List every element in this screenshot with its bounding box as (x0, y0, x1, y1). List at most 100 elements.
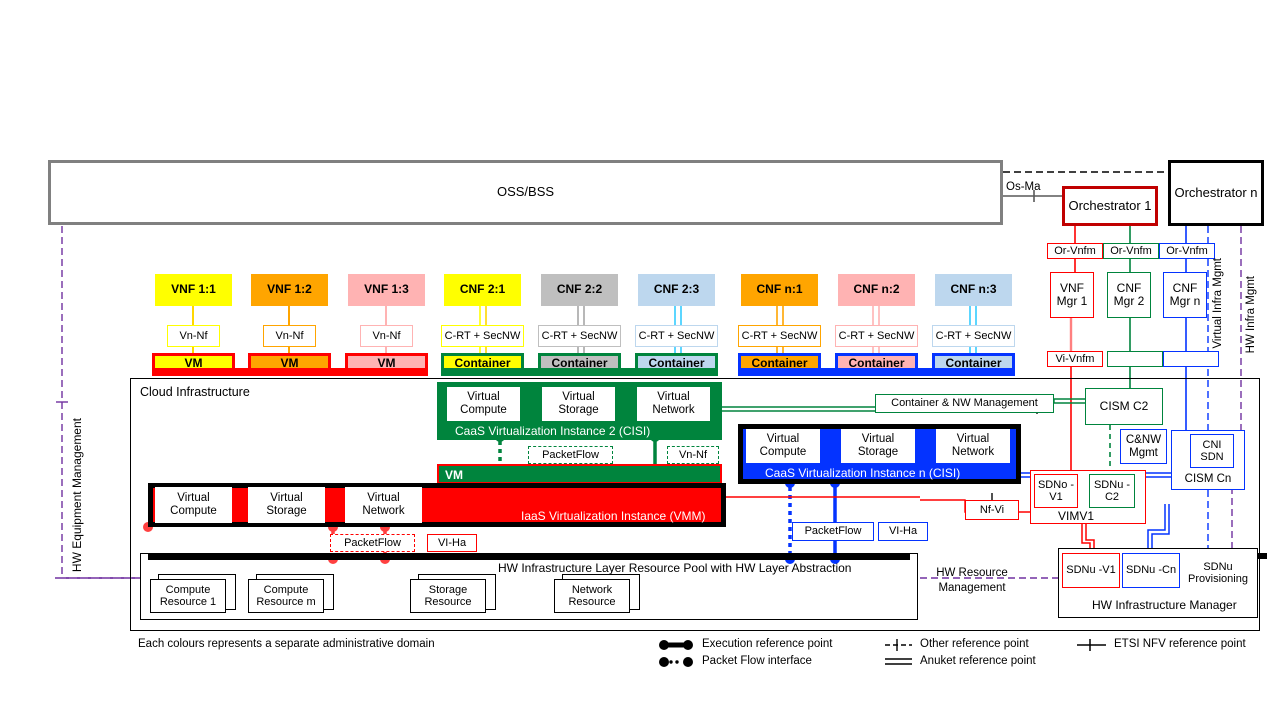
c-rt-secnw-label-4: C-RT + SecNW (741, 329, 818, 342)
caasn-virtual-storage: Virtual Storage (841, 429, 915, 463)
iaas-virtual-storage: Virtual Storage (248, 487, 325, 523)
caasn-virtual-network-label: Virtual Network (951, 433, 995, 458)
caas2-vn-nf-label: Vn-Nf (678, 448, 708, 461)
hw-resource-management-label: HW Resource Management (936, 567, 1008, 594)
caas2-virtual-compute-label: Virtual Compute (460, 391, 507, 416)
vi-vnfm-ref-3 (1163, 351, 1219, 367)
caas2-virtual-network-label: Virtual Network (652, 391, 695, 416)
vm-label-2: VM (280, 356, 299, 371)
cnf-n-1-box[interactable]: CNF n:1 (741, 274, 818, 306)
cism-c2-box[interactable]: CISM C2 (1085, 388, 1163, 425)
ossbss-label: OSS/BSS (496, 184, 555, 200)
nf-vi-label: Nf-Vi (979, 503, 1005, 516)
iaas-vi-ha-ref: VI-Ha (427, 534, 477, 552)
sdno-v1-box[interactable]: SDNo -V1 (1034, 474, 1078, 508)
legend-other-reference-point: Other reference point (920, 638, 1029, 650)
network-resource-box: Network Resource (554, 579, 630, 613)
hw-infra-mgmt-label: HW Infra Mgmt (1245, 276, 1257, 354)
sdnu-c2-box[interactable]: SDNu -C2 (1089, 474, 1135, 508)
caasn-title: CaaS Virtualization Instance n (CISI) (765, 466, 961, 480)
legend-packet-flow-interface: Packet Flow interface (702, 655, 812, 667)
or-vnfm-label-1: Or-Vnfm (1054, 244, 1096, 257)
cnf-mgr-n-box[interactable]: CNF Mgr n (1163, 272, 1207, 318)
sdnu-provisioning-label: SDNu Provisioning (1188, 560, 1248, 585)
caas2-virtual-storage: Virtual Storage (542, 387, 615, 421)
cnf-mgr-2-label: CNF Mgr 2 (1113, 280, 1145, 308)
cnf-mgr-2-box[interactable]: CNF Mgr 2 (1107, 272, 1151, 318)
vnf-mgr-1-box[interactable]: VNF Mgr 1 (1050, 272, 1094, 318)
or-vnfm-ref-2: Or-Vnfm (1103, 243, 1159, 259)
vnf-1-3-box[interactable]: VNF 1:3 (348, 274, 425, 306)
hw-pool-box (140, 553, 918, 620)
storage-resource-box: Storage Resource (410, 579, 486, 613)
caasn-packetflow-ref: PacketFlow (792, 522, 874, 541)
iaas-packetflow-label: PacketFlow (344, 536, 401, 549)
compute-resource-1-box: Compute Resource 1 (150, 579, 226, 613)
network-resource-label: Network Resource (568, 583, 616, 608)
caas2-packetflow-label: PacketFlow (542, 448, 599, 461)
vimv1-label: VIMV1 (1058, 509, 1095, 523)
sdnu-v1-label: SDNu -V1 (1066, 564, 1116, 577)
sdnu-c2-label: SDNu -C2 (1093, 478, 1131, 503)
or-vnfm-label-2: Or-Vnfm (1110, 244, 1152, 257)
caas2-vn-nf-ref: Vn-Nf (667, 446, 719, 464)
vnf-1-2-box[interactable]: VNF 1:2 (251, 274, 328, 306)
or-vnfm-label-3: Or-Vnfm (1166, 244, 1208, 257)
c-rt-secnw-ref-2: C-RT + SecNW (538, 325, 621, 347)
iaas-vi-ha-label: VI-Ha (437, 536, 467, 549)
c-rt-secnw-label-5: C-RT + SecNW (838, 329, 915, 342)
iaas-virtual-network-label: Virtual Network (362, 492, 405, 517)
sdnu-v1-box[interactable]: SDNu -V1 (1062, 553, 1120, 588)
virtual-infra-mgmt-label: Virtual Infra Mgmt (1212, 258, 1224, 349)
legend-anuket-reference-point: Anuket reference point (920, 655, 1036, 667)
iaas-virtual-compute: Virtual Compute (155, 487, 232, 523)
caas2-vm-bar (437, 464, 722, 484)
cnw-mgmt-box[interactable]: C&NW Mgmt (1120, 429, 1167, 464)
c-rt-secnw-ref-6: C-RT + SecNW (932, 325, 1015, 347)
cnf-2-3-box[interactable]: CNF 2:3 (638, 274, 715, 306)
container-group-2-band (441, 368, 718, 376)
legend-execution-reference-point: Execution reference point (702, 638, 833, 650)
cloud-infrastructure-label: Cloud Infrastructure (140, 385, 250, 399)
cnf-n-2-box[interactable]: CNF n:2 (838, 274, 915, 306)
cni-sdn-label: CNI SDN (1200, 438, 1224, 463)
orchestrator-n-label: Orchestrator n (1174, 184, 1258, 200)
cnf-2-3-label: CNF 2:3 (653, 282, 700, 297)
cnf-2-2-box[interactable]: CNF 2:2 (541, 274, 618, 306)
container-nw-management-box: Container & NW Management (875, 394, 1054, 413)
or-vnfm-ref-1: Or-Vnfm (1047, 243, 1103, 259)
vm-group-band (152, 368, 428, 376)
vi-vnfm-ref-2 (1107, 351, 1163, 367)
cnf-n-2-label: CNF n:2 (853, 282, 900, 297)
caasn-virtual-compute-label: Virtual Compute (759, 433, 807, 458)
sdnu-cn-label: SDNu -Cn (1125, 564, 1177, 577)
c-rt-secnw-ref-1: C-RT + SecNW (441, 325, 524, 347)
cnf-2-1-label: CNF 2:1 (459, 282, 506, 297)
cni-sdn-box[interactable]: CNI SDN (1190, 434, 1234, 468)
vnf-1-1-box[interactable]: VNF 1:1 (155, 274, 232, 306)
c-rt-secnw-label-1: C-RT + SecNW (444, 329, 521, 342)
cnf-2-1-box[interactable]: CNF 2:1 (444, 274, 521, 306)
vn-nf-label-1: Vn-Nf (179, 329, 208, 342)
orchestrator-1-label: Orchestrator 1 (1068, 197, 1152, 213)
cnf-n-3-box[interactable]: CNF n:3 (935, 274, 1012, 306)
compute-resource-1-label: Compute Resource 1 (159, 583, 217, 608)
nf-vi-ref: Nf-Vi (965, 500, 1019, 520)
admin-domain-footnote: Each colours represents a separate admin… (138, 638, 435, 650)
vnf-1-2-label: VNF 1:2 (267, 282, 312, 297)
vn-nf-ref-2: Vn-Nf (263, 325, 316, 347)
sdnu-provisioning-box[interactable]: SDNu Provisioning (1182, 556, 1254, 590)
orchestrator-n-box[interactable]: Orchestrator n (1168, 160, 1264, 226)
caas2-virtual-storage-label: Virtual Storage (558, 391, 599, 416)
sdnu-cn-box[interactable]: SDNu -Cn (1122, 553, 1180, 588)
iaas-virtual-network: Virtual Network (345, 487, 422, 523)
container-label-4: Container (751, 356, 808, 371)
iaas-virtual-storage-label: Virtual Storage (266, 492, 307, 517)
orchestrator-1-box[interactable]: Orchestrator 1 (1062, 186, 1158, 226)
vn-nf-label-2: Vn-Nf (275, 329, 304, 342)
container-label-6: Container (945, 356, 1002, 371)
vnf-1-3-label: VNF 1:3 (364, 282, 409, 297)
c-rt-secnw-label-3: C-RT + SecNW (638, 329, 715, 342)
hw-equipment-management-label: HW Equipment Management (70, 418, 84, 573)
caasn-vi-ha-label: VI-Ha (888, 525, 918, 538)
